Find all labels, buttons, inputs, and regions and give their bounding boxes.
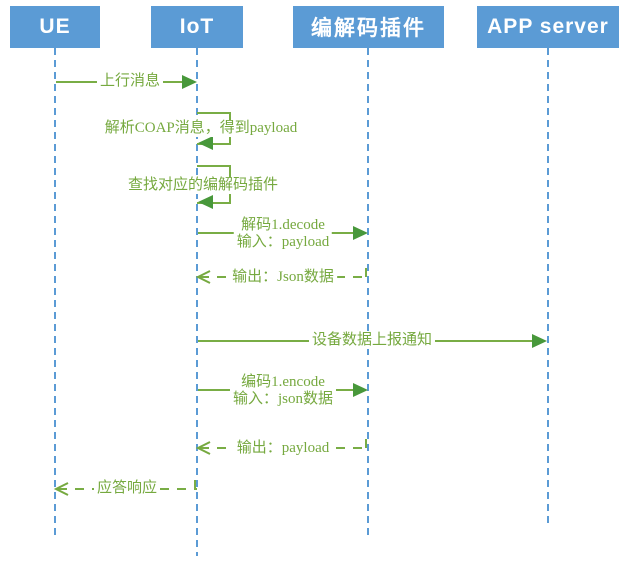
parse-coap-label: 解析COAP消息，得到payload bbox=[101, 120, 301, 137]
encode-label-line2: 输入：json数据 bbox=[232, 391, 334, 407]
uplink-arrowhead-icon bbox=[182, 75, 197, 89]
find-plugin-label: 查找对应的编解码插件 bbox=[124, 177, 282, 194]
lifeline-codec-plugin bbox=[367, 48, 369, 537]
ack-open-arrowhead-icon bbox=[53, 482, 69, 496]
decode-label-line1: 解码1.decode bbox=[241, 217, 325, 233]
ack-label: 应答响应 bbox=[93, 480, 161, 497]
output-payload-label: 输出：payload bbox=[233, 440, 333, 457]
report-notify-arrowhead-icon bbox=[532, 334, 547, 348]
participant-iot: IoT bbox=[151, 6, 243, 48]
find-plugin-arrowhead-icon bbox=[198, 195, 213, 209]
output-json-label: 输出：Json数据 bbox=[229, 269, 337, 286]
ack-hook bbox=[194, 480, 196, 489]
participant-app-server: APP server bbox=[477, 6, 619, 48]
uplink-label: 上行消息 bbox=[96, 73, 164, 90]
output-json-open-arrowhead-icon bbox=[195, 270, 211, 284]
encode-arrowhead-icon bbox=[353, 383, 368, 397]
lifeline-iot bbox=[196, 48, 198, 556]
decode-arrowhead-icon bbox=[353, 226, 368, 240]
lifeline-app-server bbox=[547, 48, 549, 527]
lifeline-ue bbox=[54, 48, 56, 537]
participant-codec-plugin: 编解码插件 bbox=[293, 6, 444, 48]
decode-label-line2: 输入：payload bbox=[236, 234, 330, 250]
encode-label-line1: 编码1.encode bbox=[241, 374, 325, 390]
report-notify-label: 设备数据上报通知 bbox=[308, 332, 436, 349]
output-payload-hook bbox=[365, 439, 367, 448]
output-json-hook bbox=[365, 268, 367, 277]
parse-coap-arrowhead-icon bbox=[198, 136, 213, 150]
participant-ue: UE bbox=[10, 6, 100, 48]
output-payload-open-arrowhead-icon bbox=[195, 441, 211, 455]
